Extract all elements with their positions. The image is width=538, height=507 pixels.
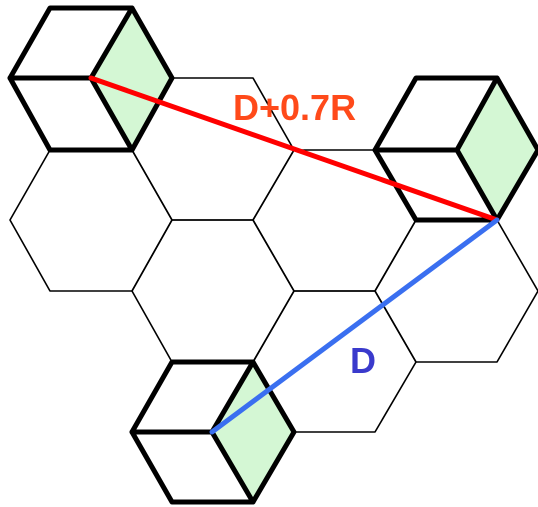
blue-distance-label: D: [350, 340, 376, 381]
sector-fill-right: [457, 78, 538, 220]
blue-distance-line: [209, 217, 500, 435]
hex-cell: [252, 149, 417, 292]
sector-fill-top-left: [91, 8, 172, 150]
hex-cell: [9, 149, 173, 292]
hex-cell: [131, 219, 295, 363]
red-distance-line: [88, 75, 500, 223]
red-distance-label: D+0.7R: [233, 87, 357, 128]
